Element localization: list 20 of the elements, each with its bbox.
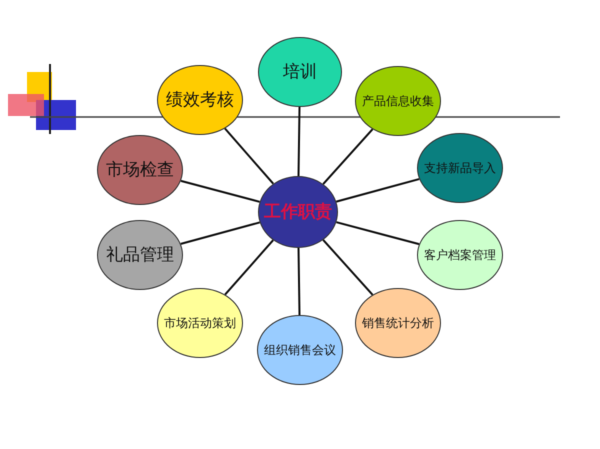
node-label: 礼品管理	[106, 246, 174, 264]
connector-line	[322, 128, 374, 185]
connector-line	[224, 240, 274, 296]
node-label: 绩效考核	[166, 92, 234, 108]
node-label: 市场检查	[106, 162, 174, 178]
node-label: 市场活动策划	[164, 317, 236, 329]
node-label: 客户档案管理	[424, 249, 496, 261]
node-label: 产品信息收集	[362, 95, 434, 107]
connector-line	[180, 221, 260, 245]
node-label: 组织销售会议	[264, 344, 336, 356]
node-label: 培训	[283, 64, 317, 80]
node-label: 工作职责	[264, 204, 332, 220]
connector-line	[336, 221, 420, 246]
node-label: 支持新品导入	[424, 162, 496, 174]
connector-line	[224, 128, 274, 184]
connector-line	[322, 239, 374, 296]
connector-line	[336, 178, 420, 203]
connector-line	[298, 106, 300, 176]
node-label: 销售统计分析	[362, 317, 434, 329]
connector-line	[180, 180, 260, 203]
